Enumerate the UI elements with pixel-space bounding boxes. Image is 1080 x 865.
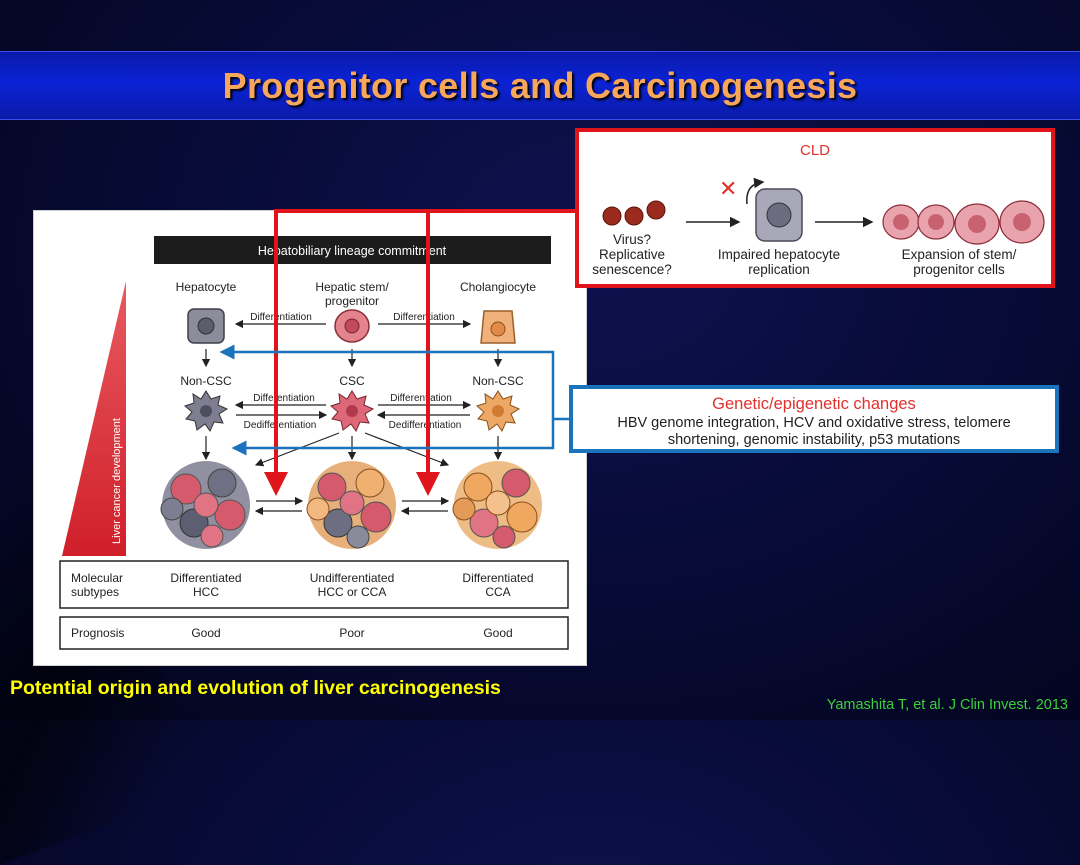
- prognosis-col-3: Good: [483, 626, 512, 640]
- genetic-changes-description: HBV genome integration, HCV and oxidativ…: [573, 414, 1055, 449]
- virus-icon: [602, 200, 666, 226]
- non-csc-cholangiocyte-icon: [476, 390, 521, 433]
- expansion-text-2: progenitor cells: [913, 262, 1005, 277]
- cld-title: CLD: [800, 142, 830, 159]
- impaired-hepatocyte-icon: ✕: [719, 177, 803, 242]
- prognosis-label: Prognosis: [71, 626, 124, 640]
- dediff-label-left: Dedifferentiation: [244, 420, 317, 431]
- csc-label: CSC: [339, 374, 365, 388]
- subtypes-label: subtypes: [71, 585, 119, 599]
- non-csc-label-right: Non-CSC: [472, 374, 524, 388]
- diff-label-left-top: Differentiation: [250, 312, 312, 323]
- vertical-label: Liver cancer development: [111, 418, 123, 544]
- hcc-tumor-cluster-icon: [160, 461, 250, 549]
- progenitor-cell-icon: [334, 309, 370, 343]
- subtype-col-1-line2: HCC: [193, 585, 219, 599]
- diff-label-left-mid: Differentiation: [253, 393, 315, 404]
- prognosis-col-1: Good: [191, 626, 220, 640]
- figure-panel: Hepatobiliary lineage commitment Liver c…: [33, 210, 587, 666]
- genetic-changes-box: Genetic/epigenetic changes HBV genome in…: [569, 385, 1059, 453]
- diff-label-right-top: Differentiation: [393, 312, 455, 323]
- genetic-changes-line-2: shortening, genomic instability, p53 mut…: [667, 432, 961, 448]
- lineage-diagram: Hepatobiliary lineage commitment Liver c…: [59, 236, 569, 650]
- prognosis-col-2: Poor: [339, 626, 364, 640]
- subtype-col-2-line1: Undifferentiated: [310, 571, 395, 585]
- expanded-progenitor-cells-icon: [882, 200, 1045, 245]
- subtype-col-3-line1: Differentiated: [462, 571, 533, 585]
- hepatocyte-cell-icon: [187, 308, 225, 344]
- impaired-text-2: replication: [748, 262, 810, 277]
- virus-text-1: Virus?: [613, 232, 651, 247]
- non-csc-label-left: Non-CSC: [180, 374, 232, 388]
- hepatocyte-label: Hepatocyte: [176, 280, 237, 294]
- title-band: Progenitor cells and Carcinogenesis: [0, 51, 1080, 120]
- diff-label-right-mid: Differentiation: [390, 393, 452, 404]
- slide-title: Progenitor cells and Carcinogenesis: [222, 64, 858, 106]
- cld-box: CLD Virus? Replicative senescence? ✕ Imp…: [575, 128, 1055, 288]
- citation: Yamashita T, et al. J Clin Invest. 2013: [826, 697, 1068, 713]
- mixed-tumor-cluster-icon: [306, 461, 396, 549]
- slide-caption: Potential origin and evolution of liver …: [10, 677, 501, 699]
- subtypes-box: [59, 560, 569, 609]
- impaired-text-1: Impaired hepatocyte: [718, 247, 840, 262]
- expansion-text-1: Expansion of stem/: [902, 247, 1017, 262]
- virus-text-3: senescence?: [592, 262, 672, 277]
- dediff-label-right: Dedifferentiation: [389, 420, 462, 431]
- progenitor-label-1: Hepatic stem/: [315, 280, 389, 294]
- genetic-changes-title: Genetic/epigenetic changes: [712, 395, 916, 413]
- cancer-development-triangle: [62, 281, 126, 556]
- genetic-changes-line-1: HBV genome integration, HCV and oxidativ…: [617, 415, 1011, 431]
- progenitor-label-2: progenitor: [325, 294, 379, 308]
- blocked-x-icon: ✕: [719, 177, 737, 202]
- cholangiocyte-cell-icon: [480, 310, 516, 344]
- cca-tumor-cluster-icon: [452, 461, 542, 549]
- subtype-col-3-line2: CCA: [485, 585, 510, 599]
- subtype-col-1-line1: Differentiated: [170, 571, 241, 585]
- prognosis-box: [59, 616, 569, 650]
- virus-text-2: Replicative: [599, 247, 665, 262]
- non-csc-hepatocyte-icon: [184, 390, 229, 433]
- molecular-label: Molecular: [71, 571, 123, 585]
- subtype-col-2-line2: HCC or CCA: [318, 585, 387, 599]
- csc-cell-icon: [330, 390, 375, 433]
- cholangiocyte-label: Cholangiocyte: [460, 280, 536, 294]
- lineage-header-text: Hepatobiliary lineage commitment: [258, 244, 447, 258]
- cld-diagram: CLD Virus? Replicative senescence? ✕ Imp…: [592, 142, 1045, 277]
